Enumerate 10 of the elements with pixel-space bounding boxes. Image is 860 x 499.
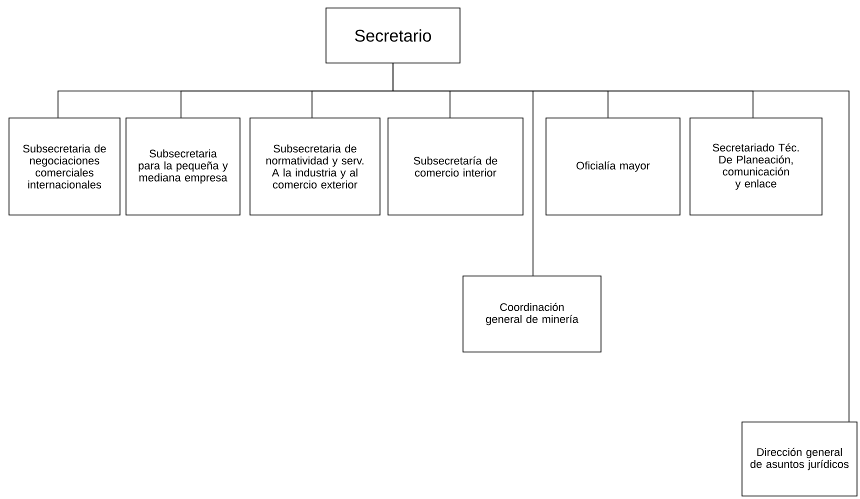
title-box: Secretario [326, 8, 460, 64]
unit-box: Subsecretaria de normatividad y serv. A la industria y al comercio exterior [250, 118, 380, 216]
unit-box: Dirección general de asuntos jurídicos [742, 422, 858, 496]
unit-box: Coordinación general de minería [462, 276, 602, 352]
unit-box: Secretariado Téc. De Planeación, comunicación y enlace [690, 118, 822, 216]
unit-box: Subsecretaria para la pequeña y mediana empresa [126, 118, 240, 216]
connector-line [392, 63, 850, 422]
unit-box: Subsecretaría de comercio interior [388, 118, 524, 216]
unit-box: Subsecretaria de negociaciones comerciales internacionales [8, 118, 120, 216]
unit-box: Oficialía mayor [546, 118, 680, 216]
